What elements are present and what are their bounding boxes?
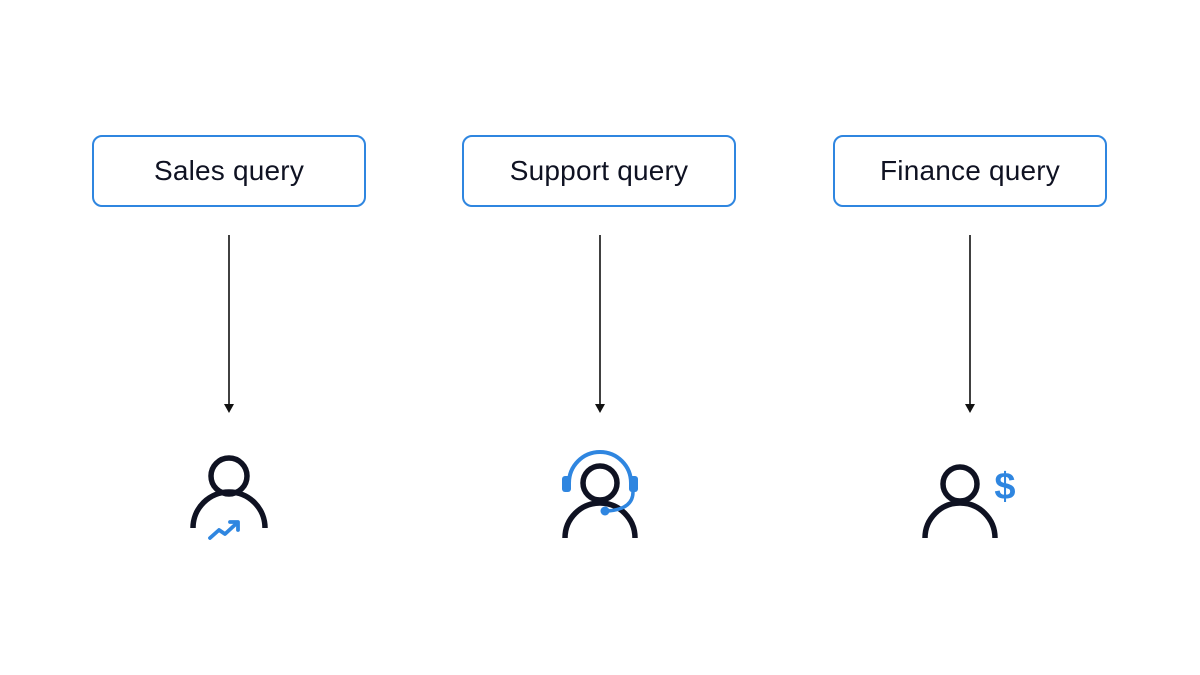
sales-person-trend-icon	[190, 455, 268, 540]
finance-arrow	[965, 235, 975, 413]
sales-query-label: Sales query	[153, 155, 305, 186]
support-query-label: Support query	[509, 155, 689, 186]
finance-query-label: Finance query	[879, 155, 1061, 186]
sales-query-box: Sales query	[92, 135, 366, 207]
support-arrow	[595, 235, 605, 413]
svg-text:$: $	[994, 466, 1015, 508]
finance-query-box: Finance query	[833, 135, 1107, 207]
finance-person-dollar-icon: $	[922, 464, 1016, 539]
support-query-box: Support query	[462, 135, 736, 207]
sales-arrow	[224, 235, 234, 413]
support-person-headset-icon	[562, 450, 638, 539]
